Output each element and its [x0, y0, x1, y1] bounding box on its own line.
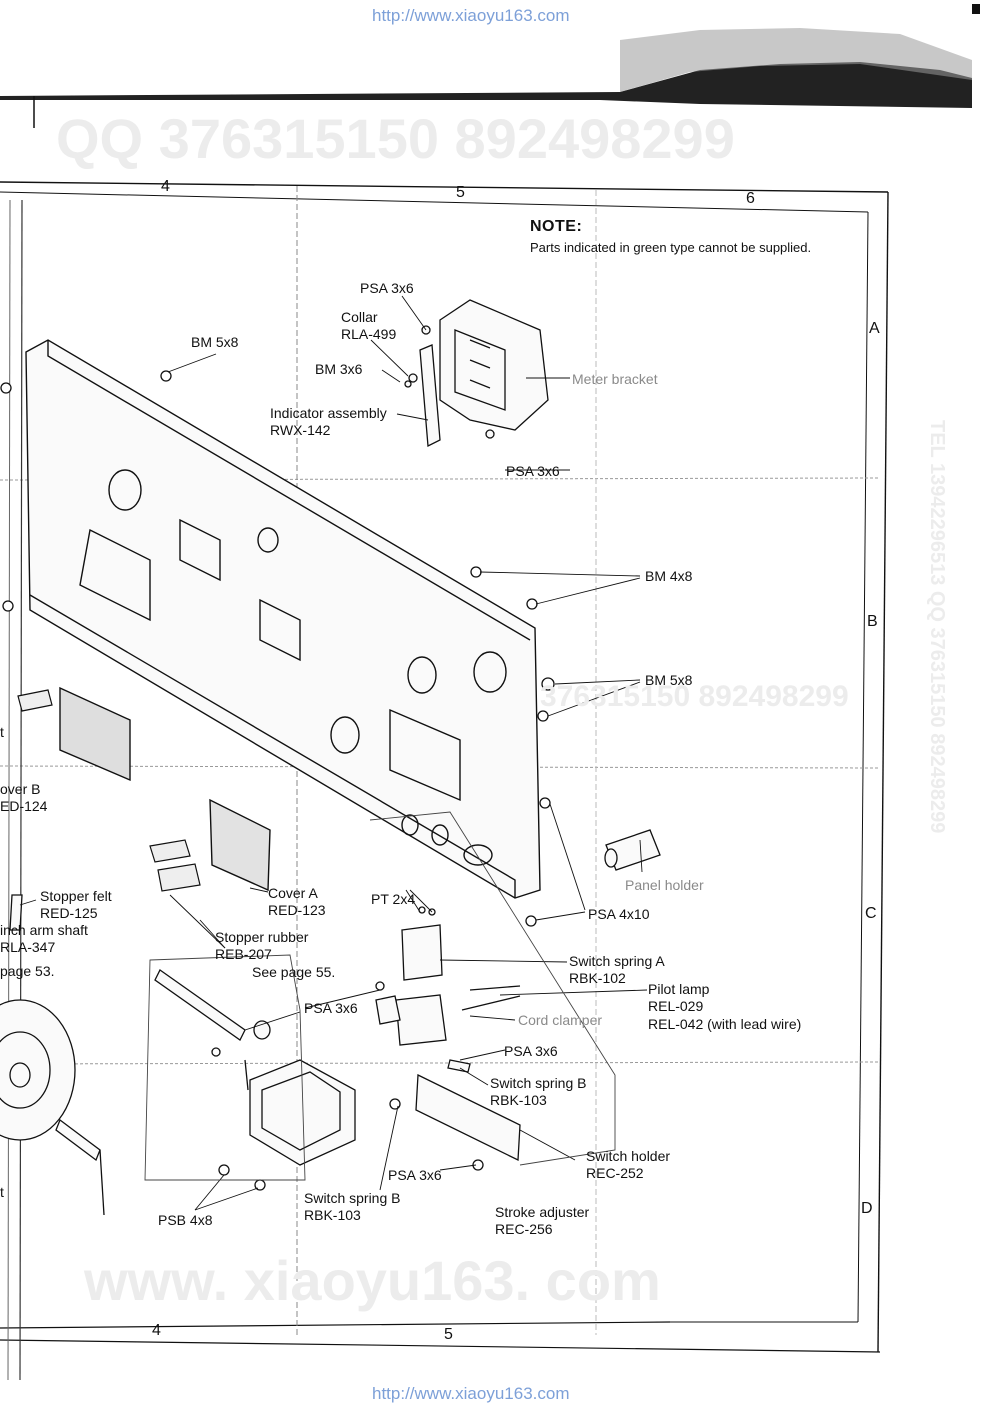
grid-row-d: D [861, 1200, 873, 1217]
reel-motor-part [0, 894, 105, 1216]
label-stopper-rubber-code: REB-207 [215, 946, 272, 962]
label-pilot-lamp-code2: REL-042 (with lead wire) [648, 1016, 802, 1032]
header-url[interactable]: http://www.xiaoyu163.com [372, 6, 570, 25]
label-meter-bracket: Meter bracket [572, 371, 658, 387]
footer-url[interactable]: http://www.xiaoyu163.com [372, 1384, 570, 1403]
label-switch-spring-b-bottom-code: RBK-103 [304, 1207, 361, 1223]
label-switch-holder-code: REC-252 [586, 1165, 644, 1181]
panel-holder-part [604, 829, 661, 871]
label-left-t1: t [0, 724, 4, 740]
label-bm4x8: BM 4x8 [645, 568, 693, 584]
label-switch-holder: Switch holder [586, 1148, 671, 1164]
label-psa3x6-top: PSA 3x6 [360, 280, 414, 296]
leader-lines [19, 295, 648, 1211]
label-pilot-lamp: Pilot lamp [648, 981, 710, 997]
label-pilot-lamp-code1: REL-029 [648, 998, 704, 1014]
screws [0, 370, 555, 1191]
label-collar: Collar [341, 309, 378, 325]
label-stroke-adjuster-code: REC-256 [495, 1221, 553, 1237]
label-switch-spring-a: Switch spring A [569, 953, 665, 969]
label-stopper-felt-code: RED-125 [40, 905, 98, 921]
switch-assembly [375, 924, 521, 1162]
label-psa3x6-right: PSA 3x6 [504, 1043, 558, 1059]
grid-col-5-top: 5 [456, 184, 465, 201]
note-text: Parts indicated in green type cannot be … [530, 240, 812, 255]
watermark-mid: 376315150 892498299 [540, 680, 849, 713]
watermark-side: TEL 13942296513 QQ 376315150 892498299 [926, 420, 948, 834]
label-cover-a-code: RED-123 [268, 902, 326, 918]
label-stopper-felt: Stopper felt [40, 888, 112, 904]
label-psb4x8: PSB 4x8 [158, 1212, 213, 1228]
grid-row-b: B [867, 613, 878, 630]
watermark-bottom: www. xiaoyu163. com [84, 1249, 661, 1312]
label-see-page-left: page 53. [0, 963, 55, 979]
grid-col-4-top: 4 [161, 178, 170, 195]
label-cover-b-code: ED-124 [0, 798, 48, 814]
label-bm5x8-top: BM 5x8 [191, 334, 239, 350]
label-psa4x10: PSA 4x10 [588, 906, 650, 922]
label-cover-a: Cover A [268, 885, 318, 901]
label-switch-spring-b-right: Switch spring B [490, 1075, 587, 1091]
note-title: NOTE: [530, 218, 583, 235]
label-panel-holder: Panel holder [625, 877, 704, 893]
grid-row-a: A [869, 320, 880, 337]
grid-col-4-bottom: 4 [152, 1322, 161, 1339]
watermark-qq-top: QQ 376315150 892498299 [56, 107, 735, 170]
label-switch-spring-a-code: RBK-102 [569, 970, 626, 986]
label-indicator: Indicator assembly [270, 405, 387, 421]
switch-box-part [154, 969, 356, 1166]
label-cord-clamper: Cord clamper [518, 1012, 603, 1028]
label-see-page-55: See page 55. [252, 964, 336, 980]
label-switch-spring-b-right-code: RBK-103 [490, 1092, 547, 1108]
label-indicator-code: RWX-142 [270, 422, 331, 438]
label-cover-b: over B [0, 781, 41, 797]
label-psa3x6-mid: PSA 3x6 [506, 463, 560, 479]
label-stopper-rubber: Stopper rubber [215, 929, 309, 945]
label-psa3x6-bottom: PSA 3x6 [388, 1167, 442, 1183]
label-pinch-arm: inch arm shaft [0, 922, 88, 938]
stopper-rubber-parts [17, 689, 201, 892]
label-bm5x8-right: BM 5x8 [645, 672, 693, 688]
label-switch-spring-b-bottom: Switch spring B [304, 1190, 401, 1206]
label-pinch-arm-code: RLA-347 [0, 939, 56, 955]
label-left-t2: t [0, 1184, 4, 1200]
label-pt2x4: PT 2x4 [371, 891, 416, 907]
grid-col-5-bottom: 5 [444, 1326, 453, 1343]
top-border-band [0, 4, 980, 128]
label-stroke-adjuster: Stroke adjuster [495, 1204, 590, 1220]
grid-col-6-top: 6 [746, 190, 755, 207]
main-chassis-panel [25, 339, 541, 899]
meter-bracket-assembly [404, 299, 549, 448]
label-collar-code: RLA-499 [341, 326, 397, 342]
grid-row-c: C [865, 905, 877, 922]
label-bm3x6: BM 3x6 [315, 361, 363, 377]
label-psa3x6-left: PSA 3x6 [304, 1000, 358, 1016]
